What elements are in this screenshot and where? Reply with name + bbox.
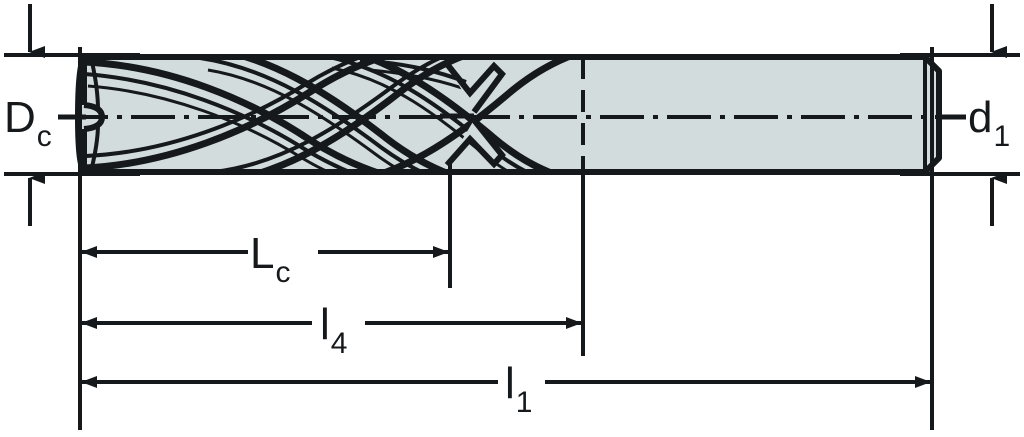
- dimension-subscript-Dc: c: [37, 120, 52, 153]
- dimension-subscript-l1: 1: [516, 386, 533, 419]
- flute-helix-edge: [195, 57, 521, 172]
- dimension-symbol-l1: l: [505, 359, 515, 408]
- flute-helix-edge: [85, 57, 463, 158]
- tip-relief-line: [90, 61, 100, 111]
- flute-helix-edge: [87, 84, 457, 172]
- dimension-label-l4: l4: [320, 300, 347, 360]
- dimension-label-l1: l1: [505, 359, 532, 419]
- flute-helix-group: [83, 57, 631, 172]
- dimension-d1: d1: [938, 4, 1010, 226]
- flute-helix-edge: [83, 58, 461, 172]
- dimension-label-d1: d1: [968, 93, 1010, 153]
- tip-relief-line: [90, 123, 100, 168]
- dimension-symbol-l4: l: [320, 300, 330, 349]
- dimension-symbol-Lc: L: [250, 229, 274, 278]
- dimension-label-Lc: Lc: [250, 229, 290, 289]
- dimension-symbol-Dc: D: [4, 93, 36, 142]
- flute-helix-edge: [207, 68, 513, 172]
- extension-lines-group: [4, 47, 1020, 430]
- dimension-l4: l4: [81, 300, 582, 360]
- dimension-Dc: Dc: [4, 4, 86, 226]
- dimension-subscript-Lc: c: [275, 256, 290, 289]
- tool-body-outline: [75, 54, 942, 175]
- flute-runout-lower: [444, 118, 506, 169]
- dimension-subscript-l4: 4: [331, 327, 348, 360]
- flute-helix-edge: [329, 57, 631, 172]
- dimension-symbol-d1: d: [968, 93, 992, 142]
- flute-runout-group: [440, 61, 506, 169]
- flute-helix-edge: [199, 57, 517, 172]
- dimension-Lc: Lc: [81, 229, 449, 289]
- flute-helix-edge: [213, 57, 531, 172]
- dimension-subscript-d1: 1: [993, 120, 1010, 153]
- flute-helix-edge: [317, 57, 617, 172]
- tool-body-group: [64, 54, 952, 175]
- dimension-label-Dc: Dc: [4, 93, 52, 153]
- dimension-l1: l1: [81, 359, 931, 419]
- flute-runout-upper: [444, 61, 506, 114]
